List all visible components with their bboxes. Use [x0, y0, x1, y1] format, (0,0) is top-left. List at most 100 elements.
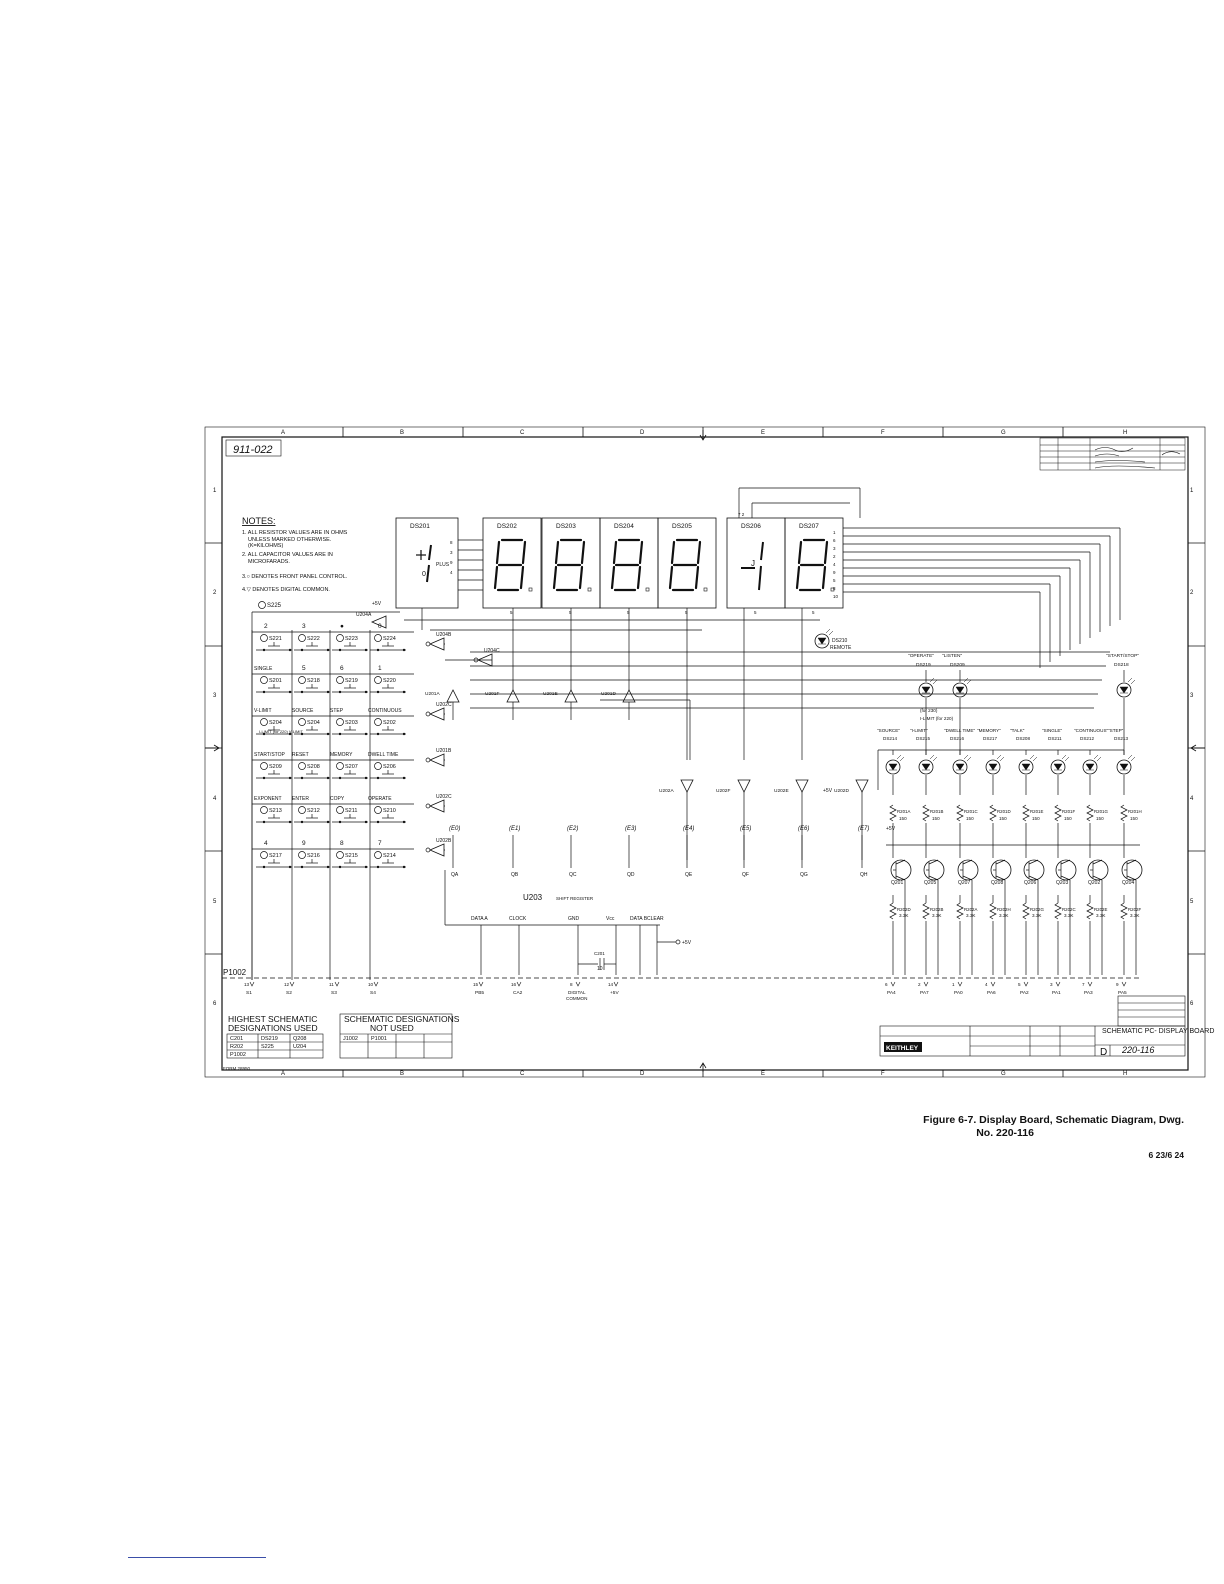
switch-ref: S204 — [307, 720, 320, 726]
switch-contact — [262, 648, 266, 652]
switch-contact — [364, 732, 368, 736]
zone-letter-bottom: C — [520, 1071, 525, 1077]
pin-number: 10 — [368, 982, 374, 987]
switch-label: 3 — [302, 623, 306, 630]
pin-num: 5 — [812, 610, 815, 615]
ds201-pin: 8 — [450, 540, 453, 545]
zone-letter-bottom: F — [881, 1071, 885, 1077]
led-arrows-icon — [896, 754, 905, 762]
resistor-ref: R202H — [997, 907, 1011, 912]
display-ref: DS202 — [497, 523, 517, 530]
resistor-symbol — [1022, 902, 1030, 920]
table-cell: C201 — [230, 1036, 243, 1042]
resistor-value: 150 — [899, 816, 907, 821]
switch-label: 0 — [378, 623, 382, 630]
wire — [1092, 875, 1103, 881]
switch-ref: S209 — [269, 764, 282, 770]
sr-output: QA — [451, 872, 459, 878]
pin-number: 13 — [244, 982, 250, 987]
zone-number-right: 1 — [1190, 488, 1194, 494]
gate-u202c: U202C — [425, 702, 452, 721]
led-body — [952, 759, 968, 775]
led-ref: DS211 — [1048, 736, 1062, 741]
switch-contact — [402, 820, 406, 824]
pin-number: 8 — [570, 982, 573, 987]
wire — [1060, 875, 1071, 881]
display-ref: DS201 — [410, 523, 430, 530]
gate-u201b: U201B — [425, 748, 452, 767]
resistor-value: 150 — [932, 816, 940, 821]
ds206-top-pin: 7 2 — [738, 512, 745, 517]
ds207-pin: 6 — [833, 538, 836, 543]
transistor-body — [890, 859, 912, 881]
led-arrows-icon — [963, 754, 972, 762]
front-panel-marker — [336, 806, 344, 814]
resistor-value: 3.3K — [1064, 913, 1074, 918]
zone-letter-bottom: H — [1123, 1071, 1127, 1077]
digit-segments — [795, 538, 829, 592]
front-panel-marker — [260, 806, 268, 814]
gate-symbol — [428, 637, 445, 651]
wire — [1092, 859, 1103, 865]
gate-symbol — [428, 707, 445, 721]
switch-label: SINGLE — [254, 666, 273, 672]
company-logo: KEITHLEY — [886, 1045, 919, 1052]
switch-contact — [288, 690, 292, 694]
display-body — [657, 517, 717, 609]
resistor-symbol — [989, 902, 997, 920]
e-label: (E0) — [449, 826, 460, 832]
led-diode-icon — [921, 686, 931, 694]
pin-arrow-icon — [990, 981, 996, 987]
gate-ref: U202C — [436, 702, 452, 708]
zone-letter-bottom: E — [761, 1071, 765, 1077]
switch-contact — [288, 732, 292, 736]
led-body — [1116, 682, 1132, 698]
gate-u202a: U202A — [659, 779, 694, 860]
transistor-ref: Q207 — [958, 880, 970, 886]
e-label: (E2) — [567, 826, 578, 832]
front-panel-marker — [374, 806, 382, 814]
resistor-ref: R202D — [897, 907, 911, 912]
led-ds218: "START/STOP"DS218 — [1106, 653, 1139, 698]
transistor-body — [957, 859, 979, 881]
wire — [928, 875, 939, 881]
logic-gates: U204BU204CU202CU201BU202CU202BU204A+5VU2… — [356, 601, 869, 860]
pin-number: 12 — [284, 982, 290, 987]
display-body — [784, 517, 844, 609]
transistor-ref: Q206 — [1024, 880, 1036, 886]
wire — [1060, 859, 1071, 865]
wire — [928, 859, 939, 865]
pin-arrow-icon — [1121, 981, 1127, 987]
led-diode-icon — [1021, 763, 1031, 771]
driver-transistors: R201A150Q201R202D3.3KR201B150Q205R202B3.… — [886, 804, 1143, 975]
decimal-point — [528, 587, 533, 592]
pin-arrow-icon — [478, 981, 484, 987]
switch-ref: S204 — [269, 720, 282, 726]
zone-number-right: 6 — [1190, 1001, 1194, 1007]
gate-ref: U202E — [774, 788, 789, 794]
pin-number: 14 — [608, 982, 614, 987]
led-arrows-icon — [963, 677, 972, 685]
decimal-point — [830, 587, 835, 592]
led-ref: DS208 — [1016, 736, 1030, 741]
note-line: 4.▽ DENOTES DIGITAL COMMON. — [242, 587, 330, 593]
zone-number-left: 5 — [213, 899, 217, 905]
table-cell: S225 — [261, 1044, 274, 1050]
display-ref: DS204 — [614, 523, 634, 530]
zone-number-right: 2 — [1190, 590, 1194, 596]
footer-rule — [128, 1557, 266, 1558]
led-ds212: "CONTINUOUS"DS212 — [1074, 728, 1109, 775]
pin-name: COMMON — [566, 996, 587, 1001]
notused-title-2: NOT USED — [370, 1023, 414, 1033]
pin-number: 15 — [473, 982, 479, 987]
resistor-symbol — [922, 902, 930, 920]
ds207-pin: 3 — [833, 546, 836, 551]
gate-ref: U202B — [436, 838, 452, 844]
pin-name: S3 — [331, 990, 337, 996]
